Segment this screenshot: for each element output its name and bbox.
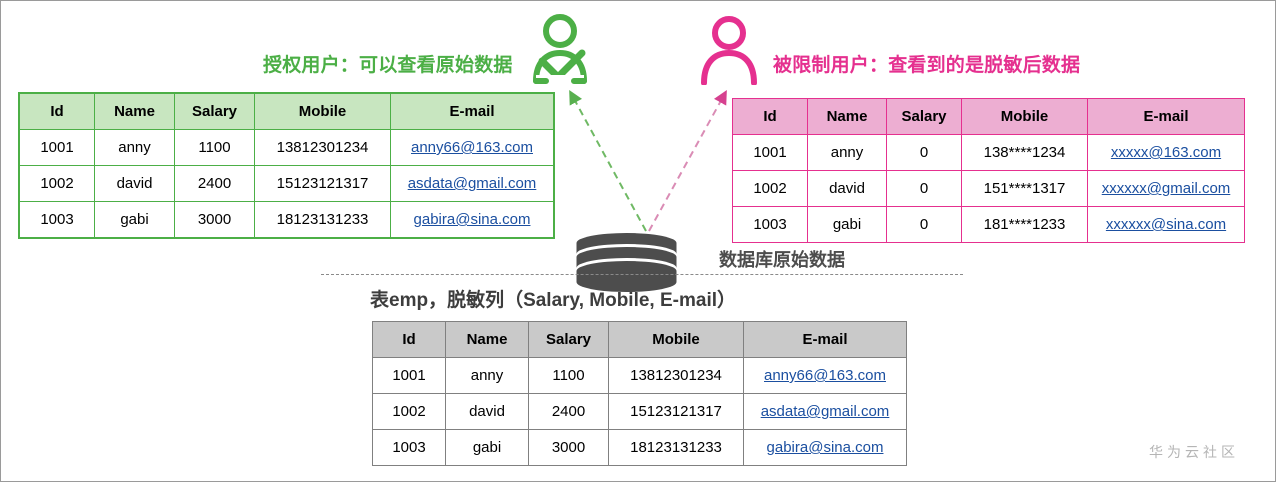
- cell-salary: 3000: [528, 429, 609, 466]
- cell-email[interactable]: asdata@gmail.com: [390, 165, 554, 202]
- cell-mobile: 15123121317: [608, 393, 744, 430]
- column-header-salary: Salary: [174, 93, 255, 130]
- cell-id: 1001: [372, 357, 446, 394]
- cell-salary: 2400: [528, 393, 609, 430]
- cell-email[interactable]: anny66@163.com: [743, 357, 907, 394]
- source-data-table: Id Name Salary Mobile E-mail 1001 anny 1…: [372, 321, 907, 466]
- email-link[interactable]: anny66@163.com: [411, 139, 533, 156]
- cell-name: gabi: [445, 429, 529, 466]
- column-header-name: Name: [807, 98, 887, 135]
- cell-id: 1003: [732, 206, 808, 243]
- authorized-user-label: 授权用户：可以查看原始数据: [263, 55, 513, 76]
- email-link[interactable]: asdata@gmail.com: [407, 175, 537, 192]
- user-check-icon: [528, 13, 592, 90]
- cell-name: anny: [445, 357, 529, 394]
- original-data-table: Id Name Salary Mobile E-mail 1001 anny 1…: [18, 92, 555, 239]
- cell-salary: 1100: [174, 129, 255, 166]
- restricted-user-label: 被限制用户：查看到的是脱敏后数据: [773, 55, 1081, 76]
- cell-salary: 2400: [174, 165, 255, 202]
- column-header-id: Id: [732, 98, 808, 135]
- cell-name: gabi: [807, 206, 887, 243]
- database-cylinder-icon: [574, 232, 679, 299]
- email-link[interactable]: gabira@sina.com: [766, 439, 884, 456]
- cell-mobile: 181****1233: [961, 206, 1088, 243]
- cell-mobile: 13812301234: [254, 129, 391, 166]
- email-link[interactable]: xxxxxx@gmail.com: [1101, 180, 1231, 197]
- arrow-to-authorized: [569, 89, 647, 232]
- table-header-row: Id Name Salary Mobile E-mail: [372, 321, 907, 358]
- column-header-email: E-mail: [390, 93, 554, 130]
- cell-email[interactable]: asdata@gmail.com: [743, 393, 907, 430]
- cell-email[interactable]: gabira@sina.com: [390, 201, 554, 238]
- column-header-id: Id: [372, 321, 446, 358]
- cell-name: gabi: [94, 201, 175, 238]
- cell-salary: 1100: [528, 357, 609, 394]
- table-row: 1003 gabi 0 181****1233 xxxxxx@sina.com: [732, 206, 1245, 243]
- cell-id: 1003: [19, 201, 95, 238]
- cell-mobile: 151****1317: [961, 170, 1088, 207]
- cell-salary: 0: [886, 134, 962, 171]
- table-header-row: Id Name Salary Mobile E-mail: [19, 93, 554, 130]
- cell-mobile: 18123131233: [254, 201, 391, 238]
- cell-id: 1001: [19, 129, 95, 166]
- table-row: 1002 david 2400 15123121317 asdata@gmail…: [19, 165, 554, 202]
- table-row: 1003 gabi 3000 18123131233 gabira@sina.c…: [19, 201, 554, 238]
- column-header-mobile: Mobile: [608, 321, 744, 358]
- cell-salary: 0: [886, 206, 962, 243]
- cell-name: david: [445, 393, 529, 430]
- table-row: 1002 david 0 151****1317 xxxxxx@gmail.co…: [732, 170, 1245, 207]
- cell-email[interactable]: anny66@163.com: [390, 129, 554, 166]
- table-row: 1001 anny 0 138****1234 xxxxx@163.com: [732, 134, 1245, 171]
- cell-name: david: [807, 170, 887, 207]
- cell-id: 1003: [372, 429, 446, 466]
- user-icon: [699, 15, 759, 90]
- email-link[interactable]: gabira@sina.com: [413, 211, 531, 228]
- cell-salary: 0: [886, 170, 962, 207]
- email-link[interactable]: anny66@163.com: [764, 367, 886, 384]
- cell-name: anny: [807, 134, 887, 171]
- email-link[interactable]: asdata@gmail.com: [760, 403, 890, 420]
- email-link[interactable]: xxxxxx@sina.com: [1105, 216, 1227, 233]
- section-divider: [321, 274, 963, 275]
- table-header-row: Id Name Salary Mobile E-mail: [732, 98, 1245, 135]
- watermark: 华为云社区: [1149, 444, 1239, 460]
- cell-mobile: 18123131233: [608, 429, 744, 466]
- cell-id: 1001: [732, 134, 808, 171]
- column-header-salary: Salary: [528, 321, 609, 358]
- cell-mobile: 138****1234: [961, 134, 1088, 171]
- masked-data-table: Id Name Salary Mobile E-mail 1001 anny 0…: [732, 98, 1245, 243]
- database-label: 数据库原始数据: [719, 250, 845, 270]
- column-header-id: Id: [19, 93, 95, 130]
- cell-salary: 3000: [174, 201, 255, 238]
- cell-email[interactable]: gabira@sina.com: [743, 429, 907, 466]
- column-header-salary: Salary: [886, 98, 962, 135]
- column-header-name: Name: [94, 93, 175, 130]
- cell-email[interactable]: xxxxxx@sina.com: [1087, 206, 1245, 243]
- cell-id: 1002: [372, 393, 446, 430]
- cell-email[interactable]: xxxxx@163.com: [1087, 134, 1245, 171]
- cell-mobile: 15123121317: [254, 165, 391, 202]
- cell-name: anny: [94, 129, 175, 166]
- column-header-email: E-mail: [1087, 98, 1245, 135]
- table-row: 1001 anny 1100 13812301234 anny66@163.co…: [372, 357, 907, 394]
- column-header-mobile: Mobile: [961, 98, 1088, 135]
- cell-mobile: 13812301234: [608, 357, 744, 394]
- table-row: 1001 anny 1100 13812301234 anny66@163.co…: [19, 129, 554, 166]
- cell-name: david: [94, 165, 175, 202]
- cell-id: 1002: [732, 170, 808, 207]
- cell-id: 1002: [19, 165, 95, 202]
- cell-email[interactable]: xxxxxx@gmail.com: [1087, 170, 1245, 207]
- table-row: 1002 david 2400 15123121317 asdata@gmail…: [372, 393, 907, 430]
- column-header-mobile: Mobile: [254, 93, 391, 130]
- table-row: 1003 gabi 3000 18123131233 gabira@sina.c…: [372, 429, 907, 466]
- arrow-to-restricted: [648, 89, 727, 232]
- column-header-name: Name: [445, 321, 529, 358]
- column-header-email: E-mail: [743, 321, 907, 358]
- table-caption: 表emp，脱敏列（Salary, Mobile, E-mail）: [370, 290, 737, 311]
- email-link[interactable]: xxxxx@163.com: [1110, 144, 1222, 161]
